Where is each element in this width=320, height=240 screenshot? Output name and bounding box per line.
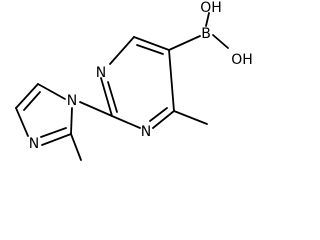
bond-imid-c4-n3 — [15, 107, 29, 137]
bond-c2-n-imid — [79, 101, 113, 117]
bond-imid-c5-c4-inner — [23, 91, 41, 111]
bond-c4-c5 — [168, 49, 175, 112]
atom-hydroxyl-top: OH — [200, 0, 222, 16]
bond-n1-c2-inner — [107, 81, 118, 113]
bond-c4-methyl — [173, 110, 208, 125]
bond-c6-c5 — [133, 36, 170, 51]
atom-labels: N N B OH OH N N — [29, 0, 253, 152]
bond-c6-c5-inner — [136, 44, 164, 55]
bond-imid-c2-methyl — [70, 133, 82, 161]
bond-c2-n3 — [111, 115, 141, 129]
bond-imid-c5-c4 — [15, 83, 39, 109]
bond-b-oh-top — [205, 12, 210, 27]
bond-c6-n1 — [109, 36, 135, 65]
bond-imid-n1-c5 — [37, 83, 66, 100]
atom-n-imidazole-left: N — [67, 93, 77, 109]
bond-imid-c2-n1 — [70, 107, 73, 135]
bond-b-oh-right — [212, 34, 229, 49]
bond-imid-n3-c2 — [41, 133, 72, 146]
bond-n1-c2 — [100, 77, 113, 117]
atom-hydroxyl-right: OH — [231, 52, 253, 68]
chemical-structure: N N B OH OH N N — [15, 0, 253, 161]
bond-c5-b — [168, 35, 201, 51]
bonds — [15, 12, 229, 161]
atom-boron: B — [201, 26, 211, 42]
bond-n3-c4-inner — [149, 107, 168, 122]
bond-n3-c4 — [152, 110, 175, 129]
atom-n-pyrimidine-right: N — [141, 124, 151, 140]
atom-n-pyrimidine-top: N — [96, 65, 106, 81]
bond-imid-n3-c2-inner — [40, 127, 67, 138]
atom-n-imidazole-bottom: N — [29, 136, 39, 152]
